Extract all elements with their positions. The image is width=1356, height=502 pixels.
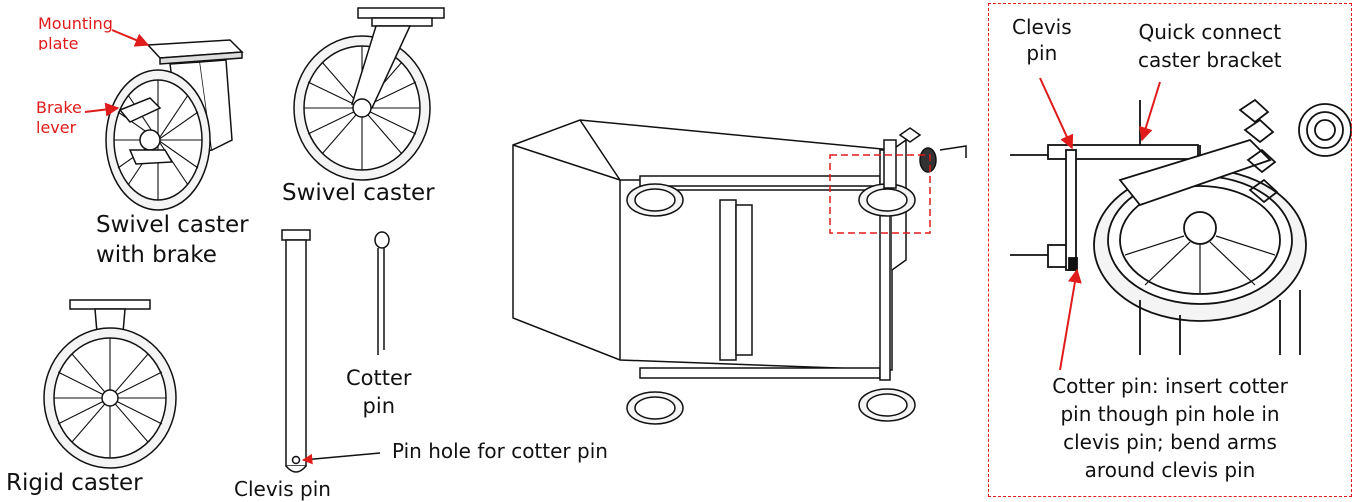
label-detail-bracket: Quick connect caster bracket: [1138, 18, 1282, 74]
label-swivel-brake-line1: Swivel caster: [96, 212, 249, 238]
swivel-caster-drawing: [293, 7, 445, 181]
cart-detail-highlight: [829, 154, 931, 234]
label-clevis-pin: Clevis pin: [234, 477, 331, 501]
label-brake-lever-line2: lever: [36, 118, 77, 137]
label-swivel-caster: Swivel caster: [282, 180, 435, 206]
label-swivel-caster-with-brake: Swivel caster with brake: [96, 210, 249, 270]
annotation-arrows: [84, 29, 1161, 371]
label-mounting-plate-line2: plate: [38, 34, 79, 50]
pin-hole-leader: [301, 452, 381, 465]
label-mounting-plate: Mounting plate: [38, 14, 113, 50]
label-detail-clevis-pin: Clevis pin: [1012, 14, 1072, 66]
label-detail-cotter-line1: Cotter pin: insert cotter: [1052, 374, 1288, 398]
clevis-pin-drawing: [281, 229, 311, 473]
label-detail-clevis-line1: Clevis: [1012, 15, 1072, 39]
cotter-pin-drawing: [374, 231, 390, 355]
detail-frame: [988, 3, 1352, 497]
swivel-caster-with-brake-drawing: [105, 39, 244, 211]
rigid-caster-drawing: [43, 299, 177, 469]
label-detail-cotter-line4: around clevis pin: [1084, 458, 1256, 482]
label-pin-hole: Pin hole for cotter pin: [392, 439, 608, 463]
label-swivel-brake-line2: with brake: [96, 242, 217, 268]
label-rigid-caster: Rigid caster: [6, 470, 143, 496]
label-cotter-pin-line2: pin: [362, 394, 396, 418]
label-brake-lever: Brake lever: [36, 98, 82, 138]
label-brake-lever-line1: Brake: [36, 98, 82, 117]
label-cotter-pin-line1: Cotter: [346, 366, 412, 390]
label-detail-cotter-line2: pin though pin hole in: [1060, 402, 1280, 426]
label-mounting-plate-line1: Mounting: [38, 14, 113, 33]
cart-assembly-drawing: [512, 119, 967, 425]
label-detail-bracket-line1: Quick connect: [1138, 20, 1282, 44]
label-detail-cotter-pin: Cotter pin: insert cotter pin though pin…: [1002, 372, 1338, 484]
detail-view-drawing: [1010, 98, 1352, 355]
label-detail-cotter-line3: clevis pin; bend arms: [1063, 430, 1277, 454]
label-cotter-pin: Cotter pin: [346, 364, 412, 420]
label-detail-bracket-line2: caster bracket: [1138, 48, 1282, 72]
label-detail-clevis-line2: pin: [1026, 41, 1058, 65]
